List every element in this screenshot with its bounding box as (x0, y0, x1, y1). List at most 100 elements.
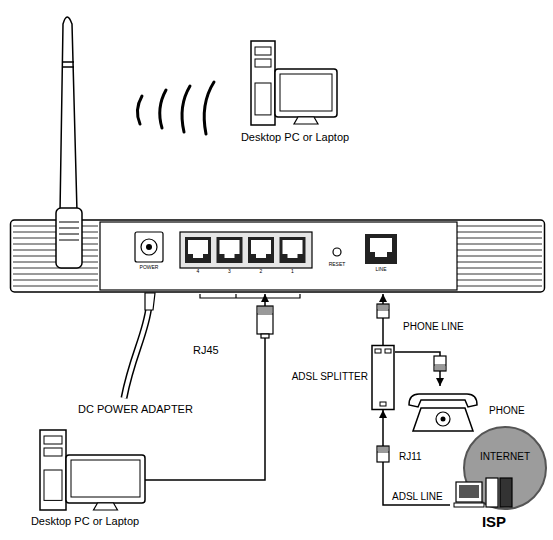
monitor-stand (94, 503, 118, 510)
lan-port-socket (283, 240, 303, 258)
drive-bay (255, 59, 271, 67)
router-body (11, 220, 545, 292)
antenna-band (62, 62, 74, 67)
adsl-splitter: ADSL SPLITTER (295, 345, 395, 410)
plug-body (257, 306, 273, 334)
connector-label: ADSL LINE (392, 492, 443, 502)
power-cable-core (124, 306, 149, 398)
phone-handset (409, 394, 477, 407)
monitor-frame (275, 69, 337, 117)
lan-port (185, 237, 211, 263)
wireless-wave (137, 96, 142, 124)
lan-port (217, 237, 243, 263)
power-cable-outline (124, 306, 149, 398)
isp-computers: ISP (450, 476, 530, 536)
lan-port-block (180, 232, 312, 268)
power-plug (145, 293, 155, 310)
node-shape (10, 218, 545, 294)
plug-body (434, 356, 446, 371)
lan-port (248, 237, 274, 263)
plug-body (377, 446, 389, 462)
antenna-hinge (56, 208, 82, 268)
line-port-socket (370, 238, 392, 257)
plug-tail (261, 334, 269, 338)
splitter-body (372, 346, 394, 410)
rj11-plug (377, 446, 389, 462)
monitor-screen (71, 460, 140, 497)
drive-bay (255, 47, 271, 55)
callout-label: RJ11 (399, 452, 422, 462)
lan-port-bracket (200, 294, 300, 298)
line-port (365, 234, 397, 264)
phone-dial-center (441, 417, 446, 422)
telephone: PHONE (405, 386, 540, 434)
connector-label: PHONE LINE (403, 322, 464, 332)
wireless-wave (160, 90, 166, 128)
front-panel (255, 83, 271, 115)
splitter-port (380, 402, 386, 406)
splitter-port (375, 349, 381, 353)
cable-line (395, 352, 440, 386)
device-label: ISP (482, 514, 506, 529)
port-label: LINE (375, 267, 386, 272)
phone-dial (436, 412, 450, 426)
front-panel (44, 470, 62, 500)
node-shape (235, 35, 355, 147)
device-label: Desktop PC or Laptop (31, 516, 139, 527)
callout-label: DC POWER ADAPTER (78, 404, 193, 415)
power-jack (135, 232, 163, 262)
monitor-frame (66, 455, 145, 503)
lan-port (280, 237, 306, 263)
antenna (56, 17, 82, 268)
cable-line (145, 294, 265, 480)
desktop-pc: Desktop PC or Laptop (25, 425, 145, 530)
adsl-router: POWER4321RESETLINE (10, 218, 545, 294)
phone-plug (434, 356, 446, 371)
power-jack-ring (141, 239, 157, 255)
tower-case (251, 41, 275, 125)
node-shape (25, 425, 145, 530)
port-label: 3 (228, 269, 231, 274)
device-label: PHONE (489, 406, 525, 416)
monitor-screen (280, 74, 332, 111)
connector-label: RJ45 (193, 345, 219, 356)
tower-case (40, 430, 66, 510)
device-label: INTERNET (480, 452, 530, 462)
isp-monitor (456, 482, 482, 502)
power-jack-pin (146, 244, 152, 250)
drive-bay (44, 448, 62, 456)
device-label: Desktop PC or Laptop (241, 132, 349, 143)
antenna-hinge-ribs (59, 222, 79, 240)
port-label: 2 (260, 269, 263, 274)
lan-port-socket (188, 240, 208, 258)
cable-line (382, 294, 384, 345)
port-label: 4 (197, 269, 200, 274)
rj45-plug (257, 306, 273, 338)
plug-pins (377, 304, 389, 310)
power-cable (124, 293, 155, 398)
reset-button (333, 248, 341, 256)
line-plug (377, 304, 389, 318)
phone-base (413, 408, 473, 431)
isp-keyboard (454, 503, 484, 507)
wireless-waves (137, 82, 214, 134)
lan-port-socket (251, 240, 271, 258)
isp-server (500, 478, 512, 507)
back-panel (100, 222, 457, 290)
splitter-port (385, 349, 391, 353)
drive-bay (44, 436, 62, 444)
plug-pins (434, 365, 446, 371)
isp-screen (459, 485, 479, 498)
cable-line (383, 410, 450, 505)
device-label: ADSL SPLITTER (292, 372, 368, 382)
desktop-pc: Desktop PC or Laptop (235, 35, 355, 147)
monitor-stand (294, 117, 318, 124)
plug-pins (377, 446, 389, 452)
plug-body (377, 304, 389, 318)
port-label: RESET (329, 262, 346, 267)
antenna-rod (60, 17, 77, 212)
